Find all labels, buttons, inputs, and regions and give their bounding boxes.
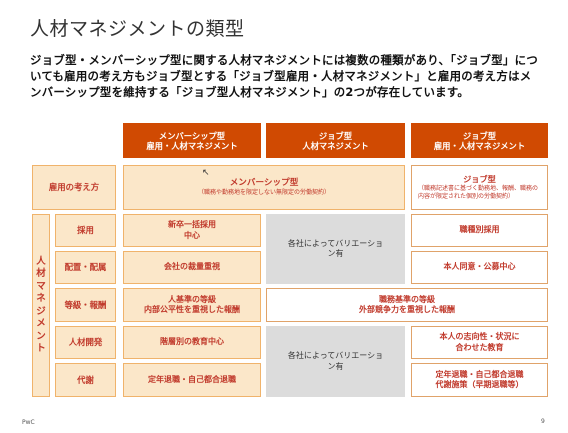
header-job-hr-line2: 人材マネジメント	[302, 140, 369, 151]
mouse-cursor-icon: ↖	[202, 168, 210, 178]
variation-cell-bottom: 各社によってバリエーション有	[266, 326, 405, 397]
vertical-char: メ	[36, 318, 46, 329]
header-job-employment: ジョブ型 雇用・人材マネジメント	[411, 123, 548, 158]
employment-membership-title: メンバーシップ型	[229, 178, 299, 189]
header-membership-line2: 雇用・人材マネジメント	[146, 140, 238, 151]
placement-membership-cell: 会社の裁量重視	[123, 251, 261, 284]
vertical-char: マ	[36, 280, 46, 292]
hiring-membership-cell: 新卒一括採用 中心	[123, 214, 261, 247]
row-label-exit: 代謝	[55, 363, 116, 397]
variation-cell-top: 各社によってバリエーション有	[266, 214, 405, 284]
vertical-char: 材	[36, 268, 46, 279]
hiring-job-cell: 職種別採用	[411, 214, 548, 247]
row-label-development: 人材開発	[55, 326, 116, 359]
row-label-hiring: 採用	[55, 214, 116, 247]
header-membership-line1: メンバーシップ型	[158, 130, 226, 141]
exit-membership-cell: 定年退職・自己都合退職	[123, 363, 261, 397]
employment-job-cell: ジョブ型 （職務記述書に基づく勤務地、報酬、職務の内容が限定された個別の労働契約…	[411, 165, 548, 210]
vertical-char: ジ	[36, 305, 46, 317]
employment-membership-cell: メンバーシップ型 （職務や勤務地を限定しない無限定の労働契約）	[123, 165, 405, 210]
page-title: 人材マネジメントの類型	[30, 18, 245, 40]
grade-job-cell: 職務基準の等級 外部競争力を重視した報酬	[266, 288, 548, 322]
placement-job-cell: 本人同意・公募中心	[411, 251, 548, 284]
vertical-char: ン	[36, 330, 46, 342]
page-number: 9	[541, 418, 545, 425]
exit-job-cell: 定年退職・自己都合退職 代謝施策（早期退職等）	[411, 363, 548, 397]
footer-brand: PwC	[22, 419, 35, 426]
vertical-char: 人	[36, 255, 46, 267]
intro-paragraph: ジョブ型・メンバーシップ型に関する人材マネジメントには複数の種類があり、「ジョブ…	[30, 53, 539, 99]
employment-job-title: ジョブ型	[463, 174, 496, 185]
vertical-label-hr-management: 人 材 マ ネ ジ メ ン ト	[32, 214, 50, 397]
vertical-char: ネ	[36, 293, 46, 304]
header-membership: メンバーシップ型 雇用・人材マネジメント	[123, 123, 261, 158]
row-label-grade: 等級・報酬	[55, 288, 116, 322]
vertical-char: ト	[36, 343, 46, 354]
row-label-employment: 雇用の考え方	[32, 165, 116, 210]
header-job-employment-line1: ジョブ型	[462, 130, 497, 141]
employment-membership-note: （職務や勤務地を限定しない無限定の労働契約）	[197, 188, 330, 196]
development-membership-cell: 階層別の教育中心	[123, 326, 261, 359]
header-job-hr-line1: ジョブ型	[318, 130, 353, 141]
employment-job-note: （職務記述書に基づく勤務地、報酬、職務の内容が限定された個別の労働契約）	[418, 184, 539, 200]
development-job-cell: 本人の志向性・状況に 合わせた教育	[411, 326, 548, 359]
header-job-employment-line2: 雇用・人材マネジメント	[433, 140, 526, 151]
header-job-hr: ジョブ型 人材マネジメント	[266, 123, 405, 158]
grade-membership-cell: 人基準の等級 内部公平性を重視した報酬	[123, 288, 261, 322]
row-label-placement: 配置・配属	[55, 251, 116, 284]
